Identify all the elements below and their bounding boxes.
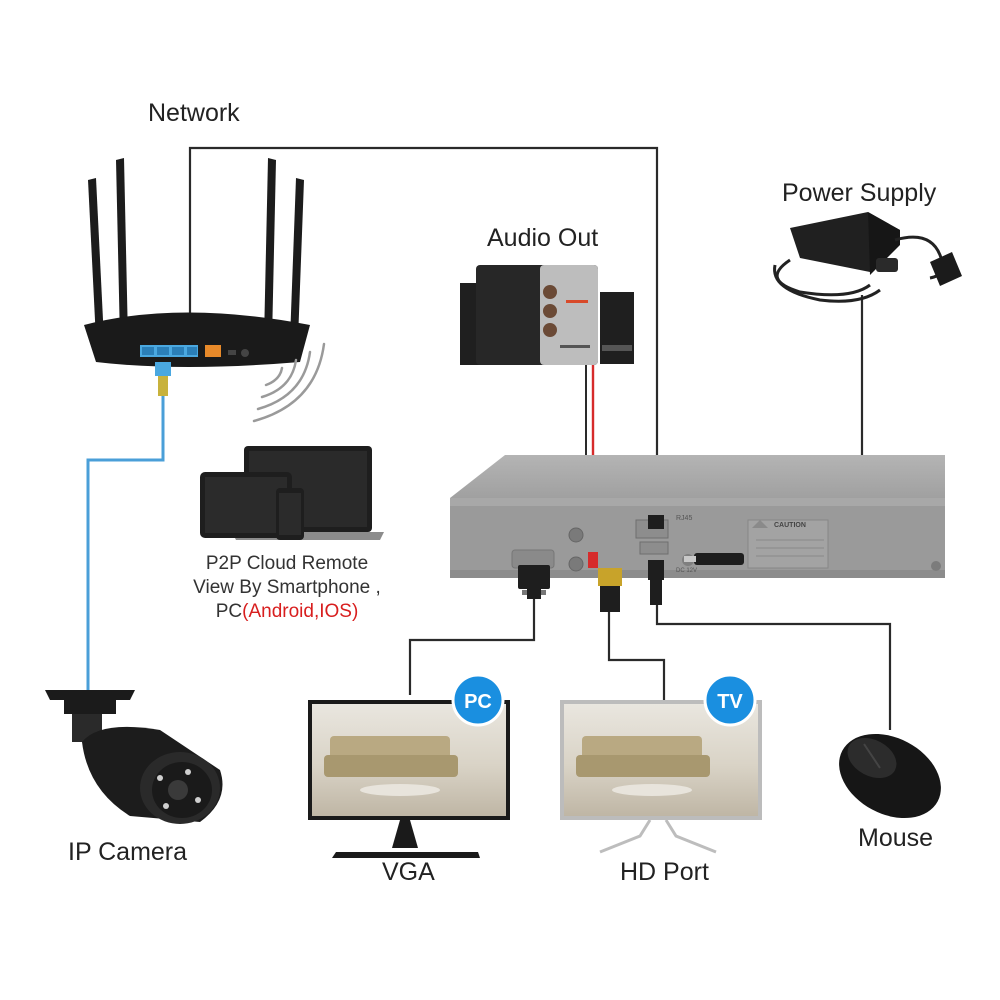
ip-camera-label: IP Camera: [68, 838, 188, 866]
vga-cable: [408, 598, 536, 695]
ip-camera-icon: [45, 690, 223, 824]
audio-plug-icon: [588, 552, 598, 568]
usb-connector-icon: [648, 560, 664, 605]
router-icon: [84, 158, 310, 396]
p2p-os-highlight: (Android,IOS): [242, 601, 359, 622]
power-adapter-icon: [773, 212, 962, 303]
tv-badge-text: TV: [717, 691, 743, 713]
mouse-cable: [655, 605, 892, 730]
pc-monitor-icon: [308, 700, 510, 858]
p2p-description: P2P Cloud Remote View By Smartphone , PC…: [182, 552, 392, 624]
speaker-icon: [460, 265, 634, 365]
nvr-caution-label: CAUTION: [774, 522, 806, 529]
tablet-icon: [200, 472, 292, 538]
hdmi-connector-icon: [598, 568, 622, 612]
nvr-recorder-icon: [450, 455, 945, 578]
nvr-rj45-label: RJ45: [676, 515, 693, 522]
rj45-plug-icon: [648, 515, 664, 529]
dc-power-plug-icon: [684, 553, 744, 565]
vga-connector-icon: [518, 565, 550, 599]
network-label: Network: [148, 99, 240, 127]
wifi-signal-icon: [252, 342, 326, 423]
pc-badge: PC: [451, 673, 505, 727]
tv-badge: TV: [703, 673, 757, 727]
p2p-pc-text: PC: [215, 601, 243, 622]
hd-port-label: HD Port: [620, 858, 709, 886]
power-supply-label: Power Supply: [782, 179, 937, 207]
vga-label: VGA: [382, 858, 435, 886]
mouse-label: Mouse: [858, 824, 934, 852]
mouse-icon: [839, 733, 941, 819]
network-cable: [188, 146, 659, 520]
audio-out-label: Audio Out: [487, 224, 599, 252]
p2p-line-1: P2P Cloud Remote: [205, 553, 369, 574]
camera-network-cable: [86, 395, 165, 690]
smartphone-icon: [276, 488, 304, 540]
p2p-line-2: View By Smartphone ,: [193, 577, 381, 598]
hdmi-cable: [607, 612, 666, 702]
p2p-line-3: PC(Android,IOS): [182, 600, 392, 624]
nvr-dc-label: DC 12V: [676, 568, 698, 574]
pc-badge-text: PC: [464, 691, 492, 713]
